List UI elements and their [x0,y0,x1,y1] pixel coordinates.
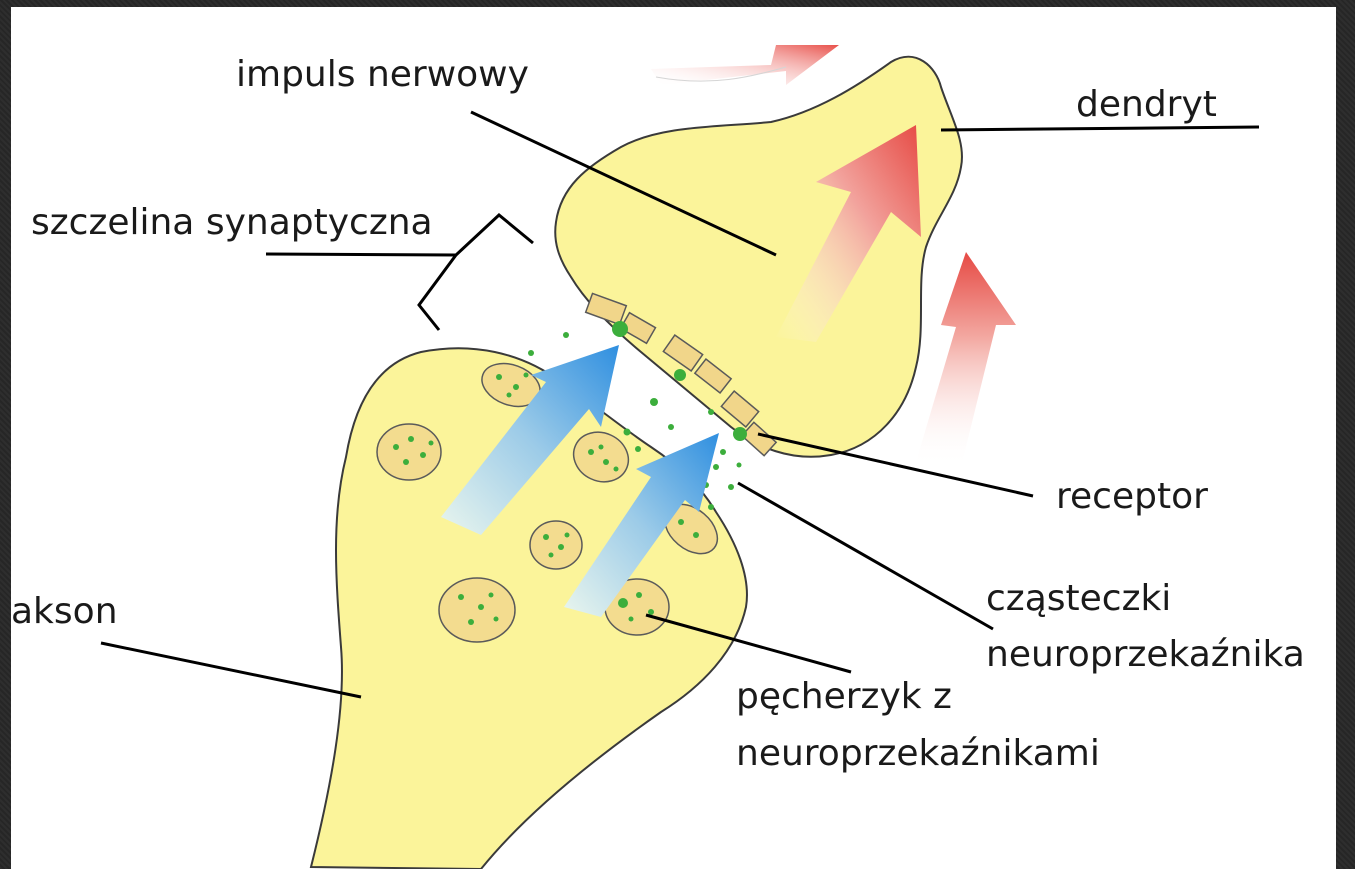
label-receptor: receptor [1056,477,1208,517]
label-particles-line2: neuroprzekaźnika [986,635,1305,675]
label-cleft: szczelina synaptyczna [31,203,433,243]
synapse-diagram: impuls nerwowy dendryt szczelina synapty… [11,7,1336,869]
label-vesicle-line1: pęcherzyk z [736,677,952,717]
label-dendrite: dendryt [1076,85,1217,125]
label-vesicle-line2: neuroprzekaźnikami [736,734,1100,774]
dendrite-body [555,57,962,457]
diagram-drawing [11,7,1336,869]
label-axon: akson [11,592,118,632]
label-particles-line1: cząsteczki [986,579,1171,619]
label-impulse: impuls nerwowy [236,55,529,95]
